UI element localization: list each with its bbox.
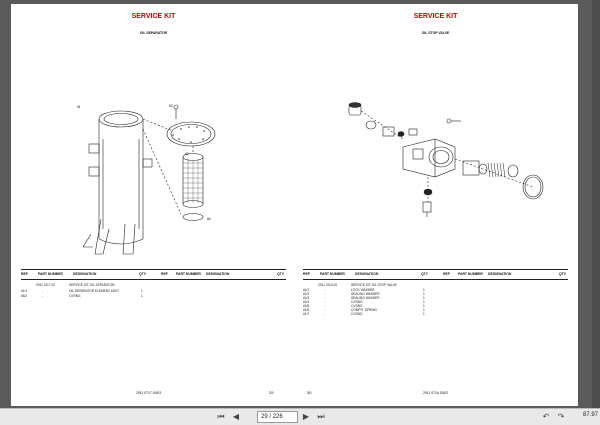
table-row: #1/1 - OIL SEPARATOR ELEMENT ASSY 1: [21, 289, 143, 293]
callout-label: #2: [185, 152, 189, 156]
oil-separator-drawing: [82, 104, 216, 255]
column-header: PART NUMBER: [176, 272, 201, 276]
first-page-icon[interactable]: ⏮: [217, 412, 225, 421]
back-icon[interactable]: ↶: [542, 412, 550, 421]
oil-stop-valve-drawing: [348, 102, 544, 217]
column-header: QTY: [421, 272, 428, 276]
page-number: 29: [269, 390, 274, 395]
next-page-icon[interactable]: ▶: [302, 412, 310, 421]
parts-table: REF PART NUMBER DESIGNATION QTY REF PART…: [303, 269, 568, 329]
column-header: PART NUMBER: [458, 272, 483, 276]
pdf-page-right: SERVICE KIT OIL STOP VALVE: [293, 4, 578, 406]
table-row: #1/4 - O-RING 1: [303, 300, 425, 304]
column-header: QTY: [559, 272, 566, 276]
zoom-level[interactable]: 87.97: [582, 412, 598, 418]
table-row: #1/7 - O-RING 1: [303, 312, 425, 316]
column-header: REF: [303, 272, 310, 276]
page-title: SERVICE KIT: [131, 13, 176, 20]
page-number-field[interactable]: 29 / 226: [257, 411, 298, 423]
parts-table: REF PART NUMBER DESIGNATION QTY REF PART…: [21, 269, 286, 329]
forward-icon[interactable]: ↷: [557, 412, 565, 421]
vertical-scrollbar[interactable]: [592, 0, 600, 409]
column-header: PART NUMBER: [320, 272, 345, 276]
column-header: REF: [443, 272, 450, 276]
column-header: REF: [161, 272, 168, 276]
table-row: #1/5 - O-RING 1: [303, 304, 425, 308]
callout-label: #3: [169, 104, 173, 108]
table-row: #1/1 - LOCK WASHER 1: [303, 288, 425, 292]
pdf-page-left: SERVICE KIT OIL SEPARATOR: [11, 4, 296, 406]
last-page-icon[interactable]: ⏭: [317, 412, 325, 421]
prev-page-icon[interactable]: ◀: [232, 412, 240, 421]
viewer-toolbar: ⏮ ◀ 29 / 226 ▶ ⏭ ↶ ↷ 87.97: [0, 408, 600, 425]
callout-label: #1: [77, 105, 81, 109]
document-number: 2911 0716 00/02: [423, 391, 449, 395]
table-row: #1/6 - COMPR. SPRING 1: [303, 308, 425, 312]
column-header: PART NUMBER: [38, 272, 63, 276]
table-row: #1/3 - SEALING WASHER 1: [303, 296, 425, 300]
document-number: 2911 0717 00/02: [136, 391, 162, 395]
page-subtitle: OIL STOP VALVE: [421, 31, 450, 35]
page-title: SERVICE KIT: [413, 13, 458, 20]
column-header: DESIGNATION: [73, 272, 97, 276]
column-header: DESIGNATION: [488, 272, 512, 276]
page-subtitle: OIL SEPARATOR: [139, 31, 168, 35]
table-row: #4/2 - O-RING 1: [21, 294, 143, 298]
table-row: 2911 0117 00 SERVICE KIT OIL SEPARATOR: [36, 283, 115, 287]
column-header: QTY: [277, 272, 284, 276]
page-number: 30: [307, 390, 312, 395]
table-row: 2911 0115 00 SERVICE KIT OIL STOP VALVE: [318, 283, 397, 287]
column-header: REF: [21, 272, 28, 276]
column-header: QTY: [139, 272, 146, 276]
table-row: #1/2 - SEALING WASHER 1: [303, 292, 425, 296]
column-header: DESIGNATION: [206, 272, 230, 276]
column-header: DESIGNATION: [355, 272, 379, 276]
callout-label: #4: [207, 217, 211, 221]
